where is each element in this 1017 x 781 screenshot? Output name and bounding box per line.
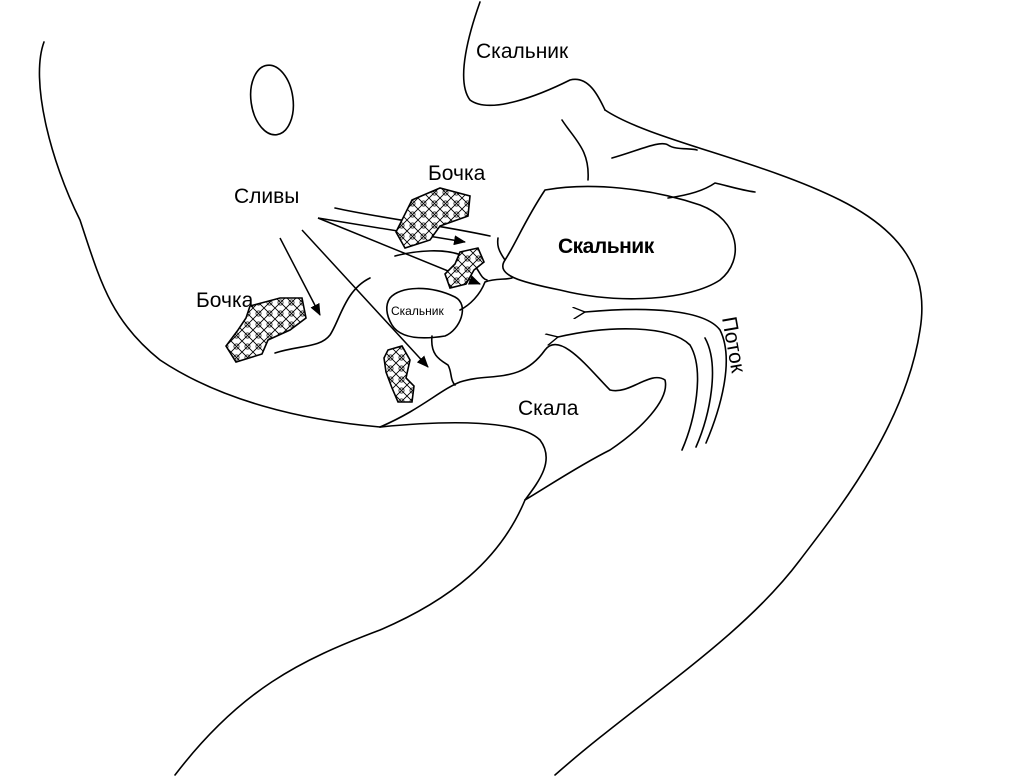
- small-rock-connector: [459, 277, 513, 311]
- contour-line-2: [611, 142, 698, 159]
- small-rock-outline: [386, 287, 464, 339]
- small-oval-stone: [249, 64, 295, 136]
- label-rock-big: Скальник: [558, 235, 655, 258]
- left-bank-line: [38, 41, 381, 428]
- barrel-left: [225, 297, 307, 363]
- cliff-outline: [379, 343, 667, 501]
- plum-arrow-1: [317, 217, 466, 246]
- label-barrel-upper: Бочка: [428, 162, 486, 185]
- label-rock-small: Скальник: [391, 304, 444, 318]
- flow-line-outer: [585, 309, 727, 444]
- left-bank-downstream: [174, 499, 526, 776]
- label-cliff: Скала: [518, 397, 579, 420]
- top-rock-outline: [462, 1, 606, 111]
- eddy-line-left: [274, 277, 371, 354]
- right-bank-line: [554, 109, 923, 776]
- contour-line-1: [561, 119, 589, 181]
- barrel-upper: [395, 187, 471, 249]
- big-rock-tail: [496, 237, 506, 261]
- barrel-lower: [383, 345, 415, 403]
- label-plums: Сливы: [234, 185, 299, 208]
- label-flow: Поток: [717, 315, 750, 375]
- small-rock-drip: [430, 335, 456, 386]
- label-rock-top: Скальник: [476, 40, 569, 63]
- label-barrel-left: Бочка: [196, 289, 254, 312]
- flow-line-inner: [558, 328, 699, 451]
- flow-line-extra: [695, 337, 714, 448]
- cliff-lower-edge: [379, 421, 547, 501]
- contour-line-3: [667, 182, 756, 199]
- barrel-middle: [444, 247, 485, 289]
- plum-arrow-4: [301, 229, 429, 368]
- plum-arrow-3: [279, 237, 321, 316]
